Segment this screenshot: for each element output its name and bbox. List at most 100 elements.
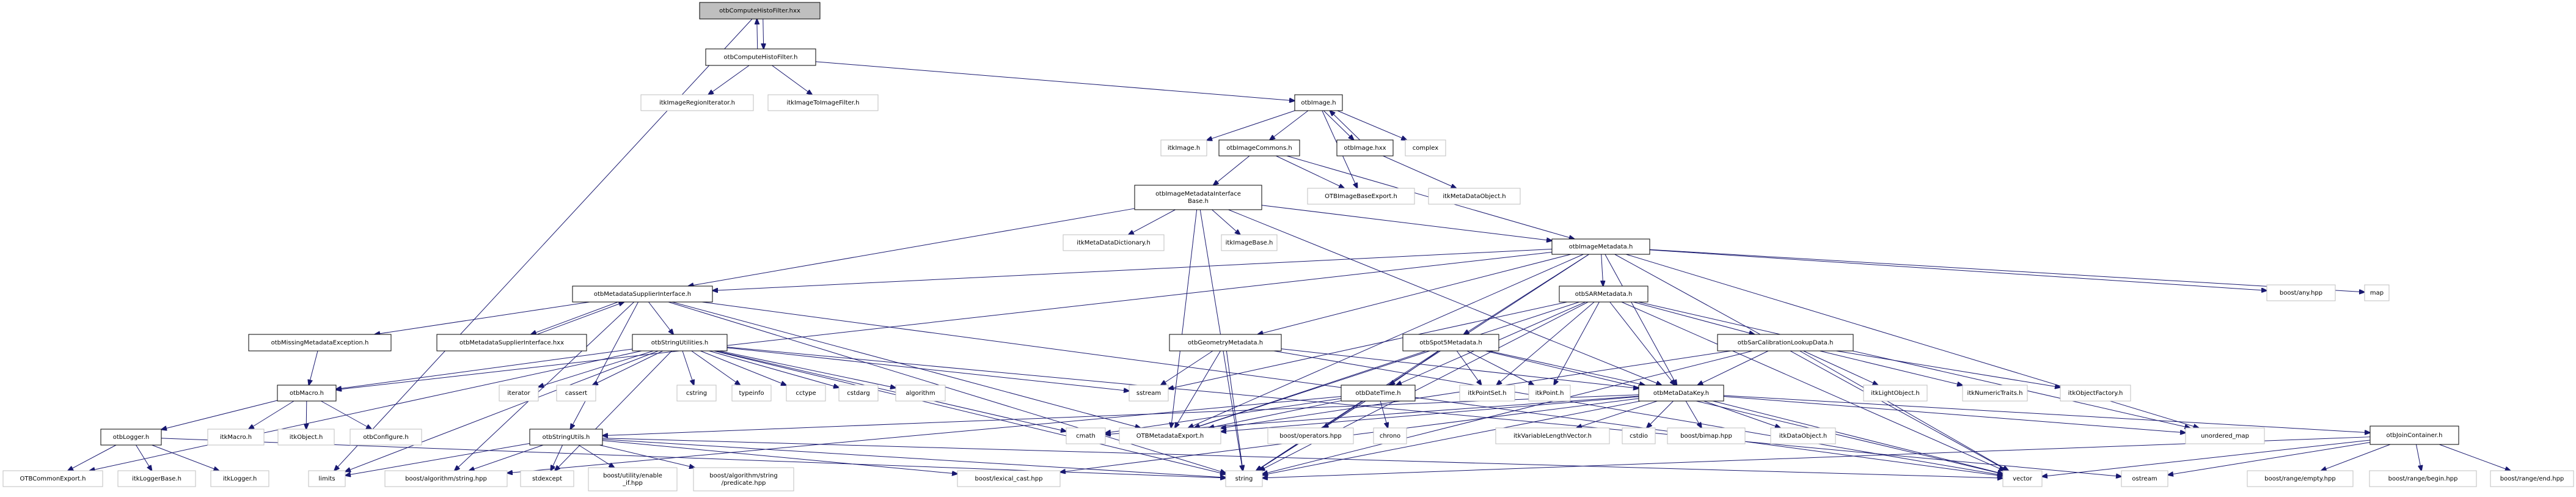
node-label: itkObjectFactory.h — [2068, 390, 2123, 397]
node-label: cstdarg — [847, 390, 869, 397]
node-msi-hxx[interactable]: otbMetadataSupplierInterface.hxx — [436, 334, 587, 352]
edge-imdib-to-OTBMetadataExport — [1171, 209, 1198, 428]
node-otbmissingmetadataexception[interactable]: otbMissingMetadataException.h — [248, 334, 392, 352]
node-label: otbLogger.h — [113, 434, 149, 441]
node-box — [1622, 427, 1656, 444]
node-boostbimap: boost/bimap.hpp — [1667, 427, 1746, 444]
edge-otbMetaDataKey-to-boostbimap — [1685, 400, 1702, 428]
edge-otbLogger-to-itkLoggerBase — [136, 444, 152, 471]
node-label: itkNumericTraits.h — [1967, 390, 2023, 397]
edge-root-to-chf_h — [763, 18, 764, 49]
edge-otbSpot5Metadata-to-OTBMetadataExport — [1194, 350, 1426, 428]
node-msi-h[interactable]: otbMetadataSupplierInterface.h — [572, 285, 713, 303]
node-box — [1373, 427, 1407, 444]
edge-otbLogger-to-OTBCommonExport — [68, 444, 117, 471]
edge-otbSpot5Metadata-to-otbDateTime — [1389, 350, 1440, 385]
edge-otbSarCalib-to-string — [1262, 350, 1753, 474]
node-label: boost/any.hpp — [2280, 290, 2322, 296]
node-sstream: sstream — [1129, 385, 1169, 402]
node-label: itkMetaDataDictionary.h — [1077, 240, 1151, 246]
node-otbspot5metadata[interactable]: otbSpot5Metadata.h — [1402, 334, 1499, 352]
node-otbgeometrymetadata[interactable]: otbGeometryMetadata.h — [1169, 334, 1282, 352]
node-label: itkMacro.h — [220, 434, 252, 441]
node-label: itkVariableLengthVector.h — [1513, 433, 1592, 440]
node-otbimagecommons[interactable]: otbImageCommons.h — [1218, 139, 1300, 156]
edge-otbMetaDataKey-to-OTBMetadataExport — [1221, 396, 1639, 432]
node-label: otbImageCommons.h — [1226, 145, 1292, 152]
node-box — [2060, 385, 2131, 402]
node-itkvlv: itkVariableLengthVector.h — [1495, 427, 1610, 444]
edge-otbImage_h-to-itkImage — [1207, 110, 1295, 140]
edge-otbSARMetadata-to-sstream — [1168, 301, 1567, 389]
node-otbimage-hxx[interactable]: otbImage.hxx — [1336, 139, 1394, 156]
node-label: OTBImageBaseExport.h — [1325, 193, 1397, 200]
node-box — [1129, 385, 1169, 402]
node-cstdarg: cstdarg — [838, 385, 879, 402]
edges-layer — [68, 19, 2511, 478]
node-otblogger[interactable]: otbLogger.h — [100, 429, 162, 446]
node-box — [1559, 285, 1648, 303]
edge-otbDateTime-to-boostalgstring — [507, 396, 1342, 473]
node-label: otbStringUtilities.h — [651, 340, 708, 347]
node-cstring: cstring — [676, 385, 717, 402]
node-otbimagemetadata[interactable]: otbImageMetadata.h — [1551, 238, 1650, 255]
node-box — [1638, 385, 1724, 402]
node-otbjoincontainer[interactable]: otbJoinContainer.h — [2369, 425, 2459, 445]
edge-msi_h-to-msi_hxx — [531, 301, 618, 334]
node-label: boost/range/begin.hpp — [2388, 476, 2458, 482]
node-box — [705, 48, 816, 66]
node-otbmetadatakey[interactable]: otbMetaDataKey.h — [1638, 385, 1724, 402]
node-itkpointset: itkPointSet.h — [1459, 385, 1515, 402]
node-label: vector — [2013, 476, 2033, 482]
node-chf-h[interactable]: otbComputeHistoFilter.h — [705, 48, 816, 66]
node-box — [1063, 234, 1165, 251]
node-itklogger: itkLogger.h — [210, 470, 269, 487]
node-box — [699, 2, 821, 20]
edge-otbMissingMetadataException-to-otbMacro — [309, 350, 318, 385]
node-box — [1428, 188, 1521, 205]
node-otbstringutilities[interactable]: otbStringUtilities.h — [632, 334, 728, 352]
node-box — [2121, 470, 2168, 487]
node-root[interactable]: otbComputeHistoFilter.hxx — [699, 2, 821, 20]
node-box — [572, 285, 713, 303]
node-box — [210, 470, 269, 487]
node-box — [349, 429, 422, 446]
edge-otbGeometryMetadata-to-otbMetaDataKey — [1281, 348, 1639, 389]
node-otbmacro[interactable]: otbMacro.h — [277, 385, 337, 402]
edge-otbSarCalib-to-itkNumericTraits — [1820, 350, 1963, 385]
node-box — [1160, 139, 1207, 156]
edge-otbStringUtils-to-string — [602, 439, 1226, 478]
node-boostlexical: boost/lexical_cast.hpp — [957, 470, 1061, 487]
node-itkmetadatadictionary: itkMetaDataDictionary.h — [1063, 234, 1165, 251]
node-label: unordered_map — [2201, 433, 2249, 440]
node-label: itkImageToImageFilter.h — [786, 100, 859, 106]
node-otbdatetime[interactable]: otbDateTime.h — [1341, 385, 1416, 402]
node-itkpoint: itkPoint.h — [1528, 385, 1571, 402]
node-label: otbDateTime.h — [1355, 390, 1400, 397]
node-otbsarcalib[interactable]: otbSarCalibrationLookupData.h — [1717, 334, 1854, 352]
node-otbstringutils[interactable]: otbStringUtils.h — [529, 429, 603, 446]
node-label: itkPointSet.h — [1468, 390, 1506, 397]
edge-otbMacro-to-otbConfigure — [321, 400, 371, 429]
edge-otbSARMetadata-to-itkPoint — [1554, 301, 1600, 385]
node-box — [1495, 427, 1610, 444]
node-boostrangebegin: boost/range/begin.hpp — [2369, 470, 2477, 487]
edge-otbStringUtilities-to-OTBCommonExport — [89, 350, 642, 471]
node-box — [1336, 139, 1394, 156]
node-label: iterator — [507, 390, 530, 397]
edge-otbImage_hxx-to-otbImage_h — [1330, 111, 1360, 141]
node-box — [1307, 188, 1415, 205]
node-box — [436, 334, 587, 352]
edge-otbStringUtilities-to-cstring — [682, 350, 694, 385]
node-itkimage: itkImage.h — [1160, 139, 1207, 156]
node-label: OTBCommonExport.h — [20, 476, 86, 482]
node-cstdio: cstdio — [1622, 427, 1656, 444]
edge-otbStringUtilities-to-iterator — [538, 350, 654, 387]
node-label: string — [1235, 476, 1253, 482]
node-boostpredicate: boost/algorithm/string/predicate.hpp — [693, 467, 794, 491]
node-otbsarmetadata[interactable]: otbSARMetadata.h — [1559, 285, 1648, 303]
node-otbimage-h[interactable]: otbImage.h — [1294, 94, 1343, 111]
node-label: cstdio — [1630, 433, 1648, 440]
